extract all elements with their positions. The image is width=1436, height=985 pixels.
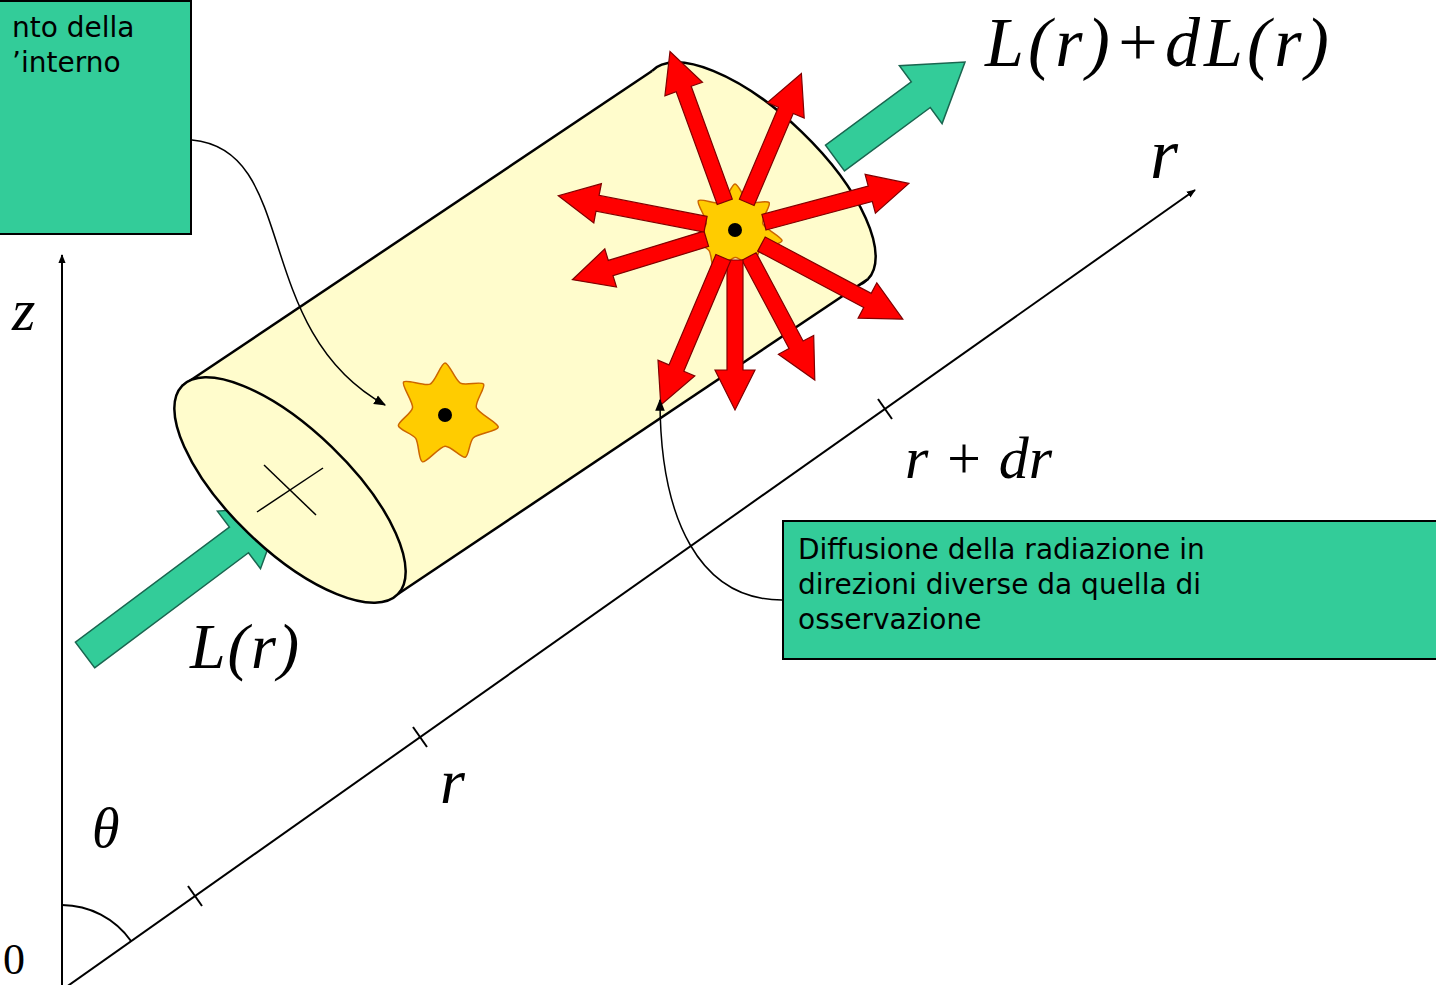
face-cross (264, 465, 316, 515)
scatter-arrow (762, 174, 909, 230)
scatter-arrow (558, 184, 707, 232)
particle-dot (438, 408, 452, 422)
scatter-arrow (658, 255, 731, 405)
axis-label: r (1150, 118, 1178, 190)
radiance-label: L(r)+dL(r) (985, 8, 1333, 78)
scatter-arrow (742, 253, 815, 380)
scatter-arrow (739, 74, 804, 206)
cylinder-edge (182, 71, 652, 386)
axis-tick (878, 399, 892, 419)
callout-text: nto della ’interno (12, 10, 180, 80)
leader-line (660, 400, 782, 600)
particles (398, 184, 782, 462)
z-axis (61, 255, 63, 985)
theta-arc (62, 905, 131, 941)
axis-tick (413, 727, 427, 747)
position-label: r + dr (905, 428, 1052, 488)
position-label: r (440, 750, 465, 814)
origin-label: 0 (3, 938, 25, 982)
cylinder-face (140, 343, 439, 638)
particle-shape (398, 363, 498, 462)
callout-text: Diffusione della radiazione in direzioni… (798, 532, 1326, 637)
callout-box: nto della ’interno (0, 0, 192, 235)
axis-tick (188, 886, 202, 906)
scatter-arrow (572, 231, 708, 287)
scatter-arrow (665, 52, 732, 205)
angle-label: θ (92, 800, 120, 856)
callout-box: Diffusione della radiazione in direzioni… (782, 520, 1436, 660)
radiance-arrow (826, 62, 966, 171)
outgoing-arrow (826, 62, 966, 171)
scatter-arrows (438, 52, 909, 423)
leader-line (192, 140, 385, 405)
particle (398, 363, 498, 462)
axis-label: z (12, 280, 35, 340)
radiance-label: L(r) (190, 615, 301, 679)
particle-dot (728, 223, 742, 237)
